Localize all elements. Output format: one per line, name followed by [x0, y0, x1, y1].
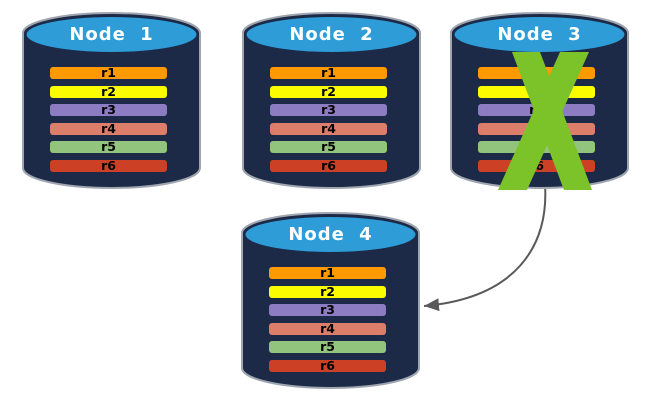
cylinder-top-face [245, 217, 416, 252]
replica-label: r5 [321, 139, 336, 154]
replica-bar: r5 [50, 139, 167, 154]
replica-label: r2 [320, 283, 335, 299]
replica-bar: r4 [50, 120, 167, 136]
replica-bar: r4 [269, 320, 386, 336]
replica-list: r1 r2 r3 r4 r5 r6 [50, 65, 167, 178]
replica-list: r1 r2 r3 r4 r5 r6 [270, 65, 387, 178]
replica-label: r1 [320, 265, 335, 280]
node-2: Node 2 r1 r2 r3 r4 r5 r6 [241, 11, 422, 192]
replica-bar: r4 [270, 120, 387, 136]
replica-bar: r5 [270, 139, 387, 154]
replica-label: r6 [101, 157, 116, 173]
replica-label: r2 [321, 83, 336, 99]
replica-bar: r1 [50, 65, 167, 80]
node-1: Node 1 r1 r2 r3 r4 r5 r6 [21, 11, 202, 192]
replica-bar: r6 [270, 157, 387, 173]
replica-bar: r1 [269, 265, 386, 280]
replica-bar: r2 [269, 283, 386, 299]
replica-label: r5 [101, 139, 116, 154]
replica-label: r3 [320, 302, 335, 317]
x-stroke [498, 52, 589, 190]
cylinder-top-face [26, 17, 197, 52]
replica-bar: r3 [270, 102, 387, 117]
replica-bar: r3 [50, 102, 167, 117]
replica-label: r4 [320, 320, 335, 336]
replica-list: r1 r2 r3 r4 r5 r6 [269, 265, 386, 378]
cylinder-top-face [454, 17, 625, 52]
replica-bar: r5 [269, 339, 386, 354]
replica-label: r6 [321, 157, 336, 173]
replica-bar: r6 [269, 357, 386, 373]
replica-bar: r3 [269, 302, 386, 317]
replica-label: r2 [101, 83, 116, 99]
replica-label: r5 [320, 339, 335, 354]
replica-label: r6 [320, 357, 335, 373]
cylinder-top-face [246, 17, 417, 52]
replica-label: r4 [321, 120, 336, 136]
node-title: Node 2 [289, 24, 374, 45]
replica-label: r4 [101, 120, 116, 136]
node-title: Node 3 [497, 24, 582, 45]
replica-bar: r2 [50, 83, 167, 99]
replica-bar: r6 [50, 157, 167, 173]
failure-x-icon [498, 52, 592, 190]
replica-bar: r2 [270, 83, 387, 99]
node-title: Node 4 [288, 224, 373, 245]
replica-label: r3 [101, 102, 116, 117]
replica-label: r1 [321, 65, 336, 80]
replica-label: r3 [321, 102, 336, 117]
node-title: Node 1 [69, 24, 154, 45]
replica-label: r1 [101, 65, 116, 80]
node-4: Node 4 r1 r2 r3 r4 r5 r6 [240, 211, 421, 392]
node-3: Node 3 r1 r2 r3 r4 r5 r6 [449, 11, 630, 192]
replica-bar: r1 [270, 65, 387, 80]
arrow-curve [423, 183, 547, 312]
